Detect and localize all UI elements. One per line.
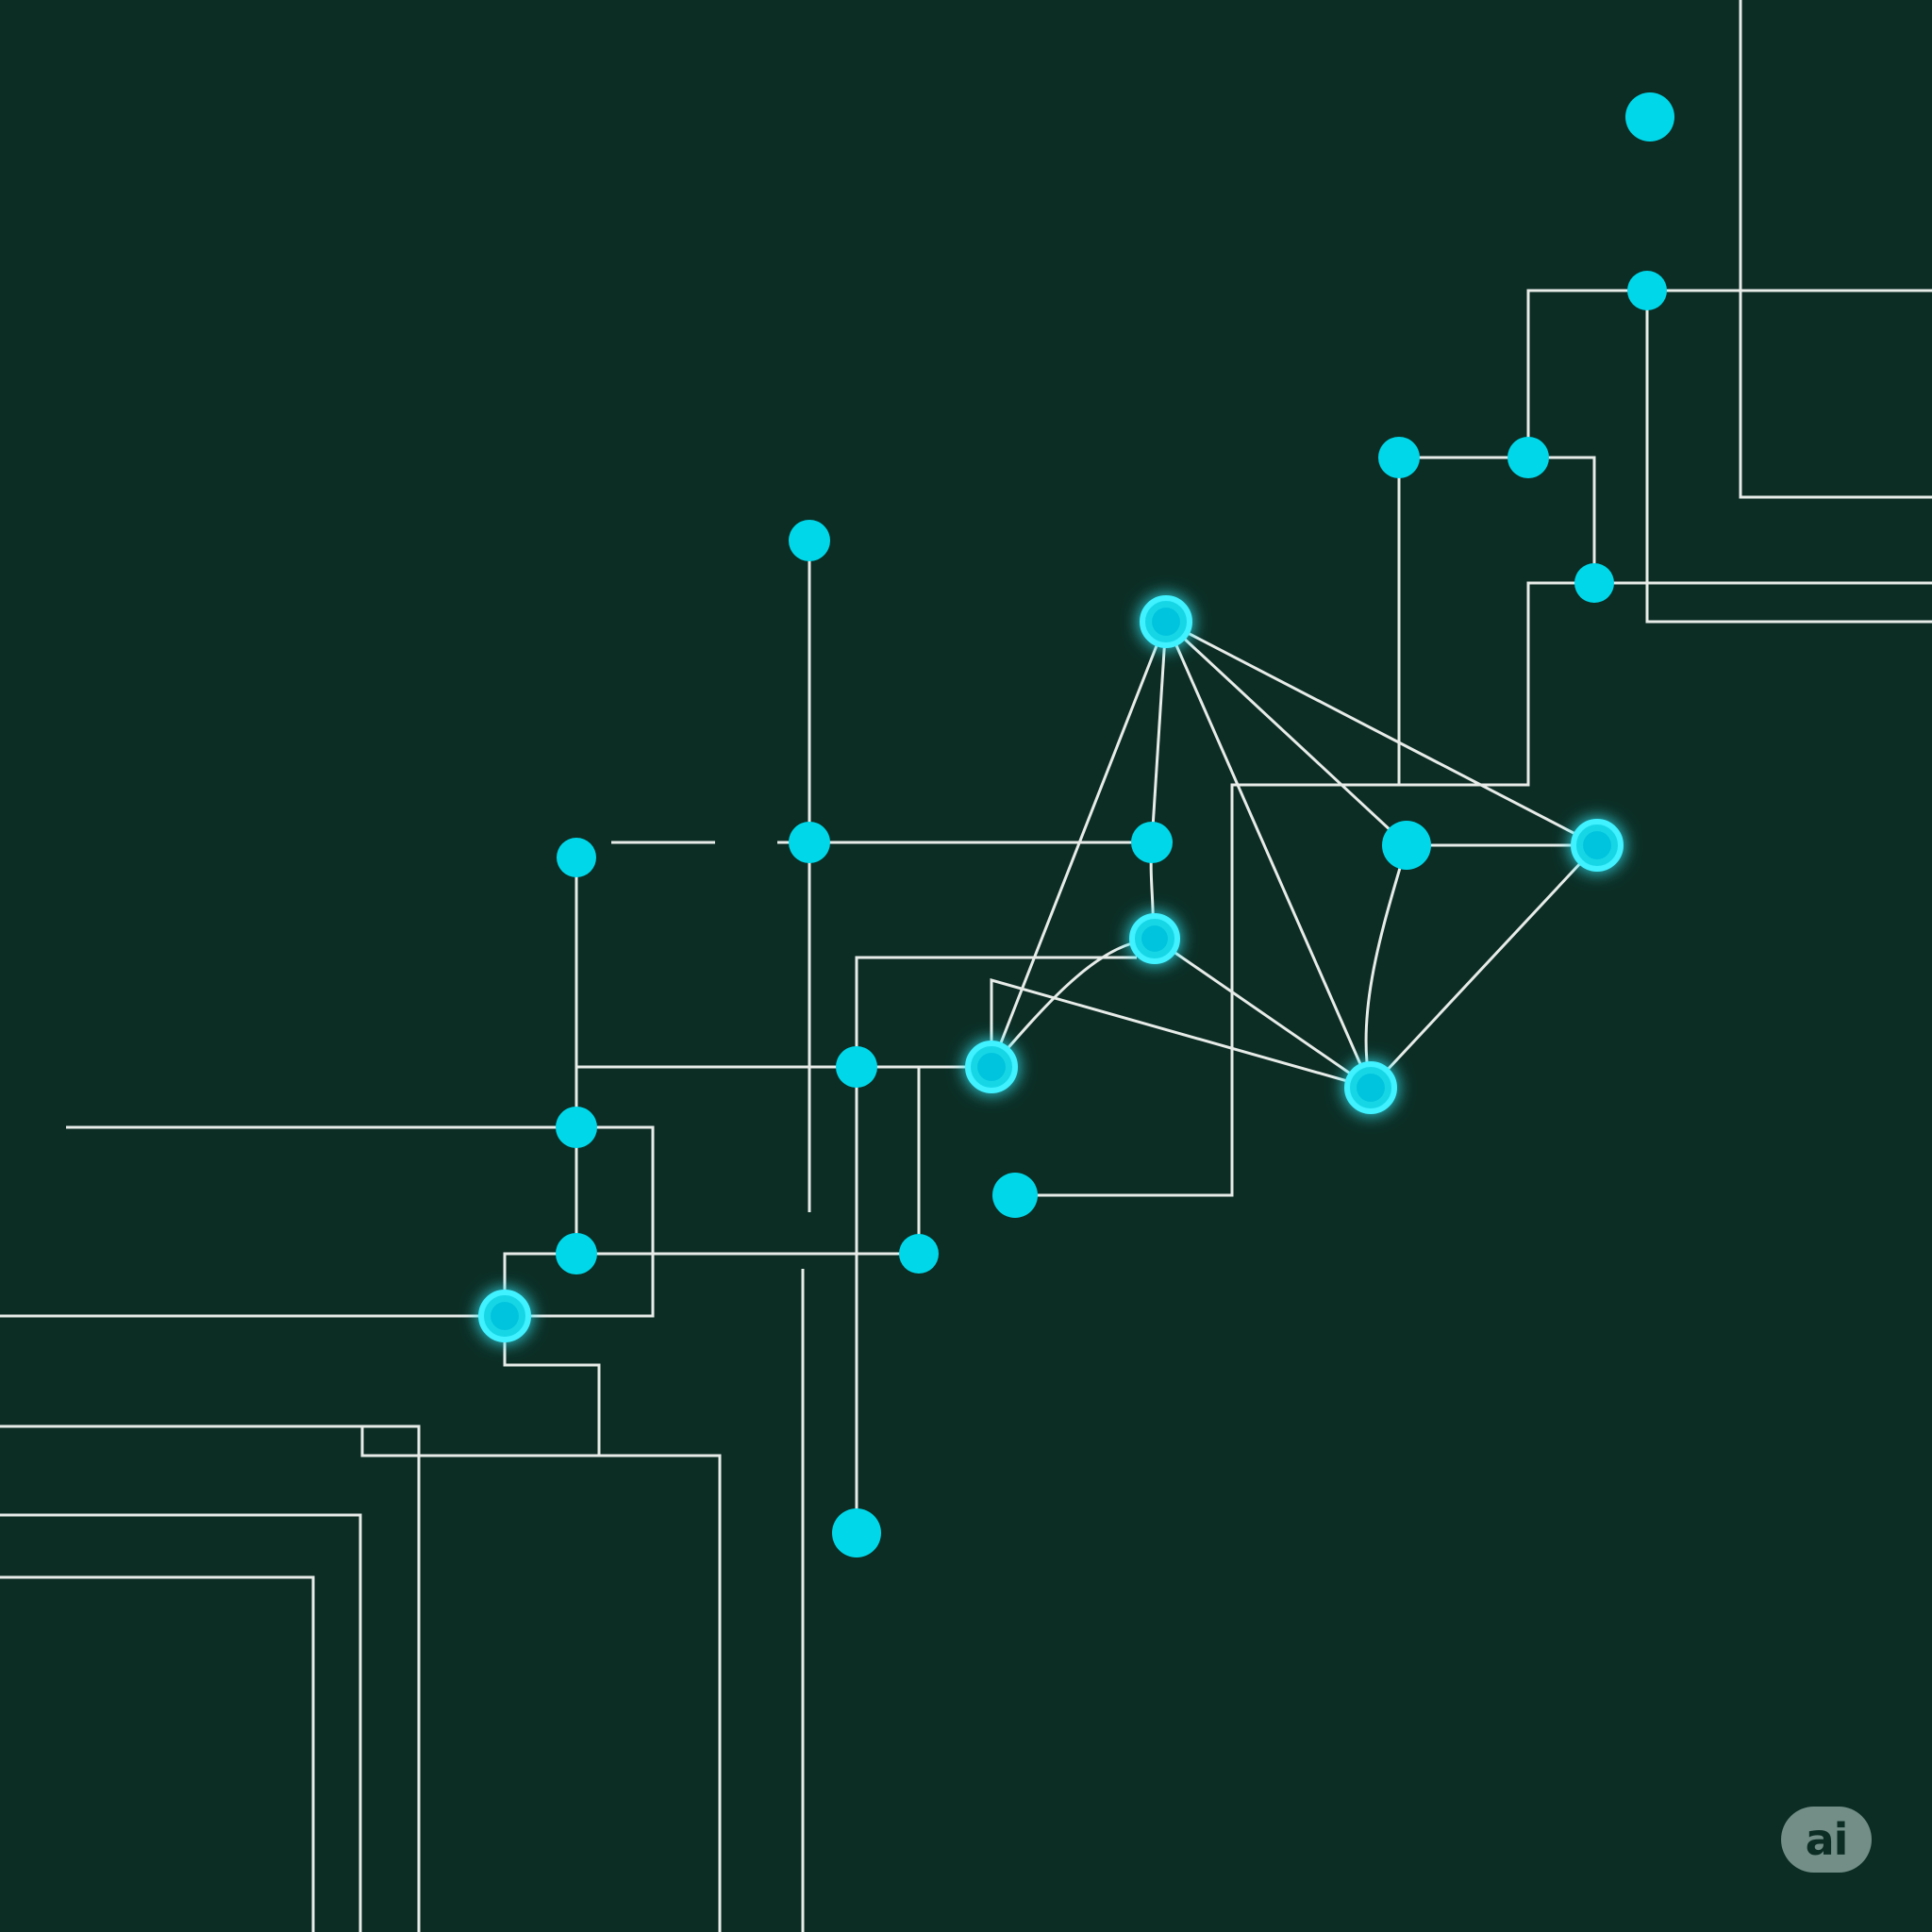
circuit-trace: [990, 621, 1168, 1068]
network-node: [1507, 437, 1549, 478]
ai-badge: ai: [1781, 1807, 1872, 1873]
glowing-node-core: [1357, 1074, 1385, 1102]
glowing-nodes: [478, 595, 1624, 1342]
network-node: [789, 822, 830, 863]
network-node: [836, 1046, 877, 1088]
circuit-trace: [1150, 621, 1168, 843]
circuit-trace: [1739, 0, 1932, 499]
network-node: [556, 1107, 597, 1148]
circuit-trace: [990, 941, 1133, 1068]
network-node: [1627, 271, 1667, 310]
circuit-trace: [990, 978, 1372, 1090]
circuit-trace: [1154, 937, 1372, 1090]
network-node: [832, 1508, 881, 1557]
glowing-node-core: [1141, 925, 1168, 952]
circuit-trace: [1526, 289, 1932, 458]
circuit-trace: [1164, 621, 1373, 1089]
network-node: [1131, 822, 1173, 863]
circuit-trace: [855, 956, 1137, 1533]
glowing-node-core: [491, 1302, 519, 1330]
glowing-node-core: [977, 1053, 1006, 1081]
circuit-trace: [360, 1426, 722, 1932]
circuit-trace: [0, 1125, 655, 1318]
circuit-trace: [0, 1513, 362, 1932]
circuit-trace: [1399, 456, 1596, 583]
network-node: [992, 1173, 1038, 1218]
network-node: [1574, 563, 1614, 603]
glowing-node-core: [1152, 608, 1180, 636]
circuit-trace: [1165, 620, 1598, 847]
network-node: [1625, 92, 1674, 142]
circuit-trace: [1369, 843, 1599, 1090]
network-node: [1378, 437, 1420, 478]
circuit-trace: [0, 1424, 421, 1932]
glowing-node-core: [1583, 831, 1611, 859]
circuit-trace: [0, 1575, 315, 1932]
network-node: [899, 1234, 939, 1274]
circuit-trace: [1364, 844, 1408, 1089]
network-node: [1382, 821, 1431, 870]
circuit-trace: [1645, 291, 1932, 624]
network-node: [789, 520, 830, 561]
circuit-trace: [1015, 581, 1594, 1197]
network-node: [557, 838, 596, 877]
network-node: [556, 1233, 597, 1274]
circuit-trace: [1164, 620, 1408, 847]
